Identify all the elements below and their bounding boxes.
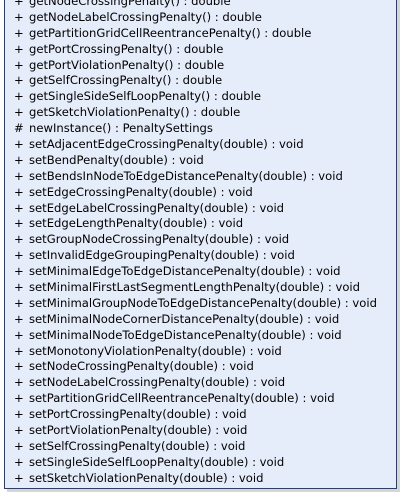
visibility-marker: + (14, 89, 24, 104)
method-signature: setPortCrossingPenalty(double) : void (29, 407, 247, 422)
method-signature: setBendsInNodeToEdgeDistancePenalty(doub… (29, 168, 343, 183)
method-signature: getPortCrossingPenalty() : double (29, 41, 224, 56)
visibility-marker: + (14, 280, 24, 295)
method-signature: getPartitionGridCellReentrancePenalty() … (29, 25, 312, 40)
visibility-marker: + (14, 295, 24, 310)
visibility-marker: + (14, 73, 24, 88)
method-signature: newInstance() : PenaltySettings (29, 121, 213, 136)
visibility-marker: + (14, 391, 24, 406)
method-signature: setNodeLabelCrossingPenalty(double) : vo… (29, 375, 286, 390)
method-signature: getSelfCrossingPenalty() : double (29, 73, 223, 88)
method-signature: getPortViolationPenalty() : double (29, 57, 225, 72)
method-signature: getNodeCrossingPenalty() : double (29, 0, 231, 8)
method-signature: setPortViolationPenalty(double) : void (29, 423, 248, 438)
method-signature: setEdgeLabelCrossingPenalty(double) : vo… (29, 200, 285, 215)
method-signature: setBendPenalty(double) : void (29, 152, 204, 167)
method-signature: setMinimalFirstLastSegmentLengthPenalty(… (29, 280, 361, 295)
visibility-marker: # (14, 121, 24, 136)
visibility-marker: + (14, 152, 24, 167)
visibility-marker: + (14, 25, 24, 40)
visibility-marker: + (14, 200, 24, 215)
method-signature: setSelfCrossingPenalty(double) : void (29, 438, 246, 453)
visibility-marker: + (14, 57, 24, 72)
method-signature: setMinimalEdgeToEdgeDistancePenalty(doub… (29, 264, 341, 279)
method-signature: setSingleSideSelfLoopPenalty(double) : v… (29, 454, 285, 469)
method-signature: setMinimalNodeToEdgeDistancePenalty(doub… (29, 327, 342, 342)
method-signature: getNodeLabelCrossingPenalty() : double (29, 9, 262, 24)
visibility-marker: + (14, 454, 24, 469)
visibility-marker: + (14, 137, 24, 152)
method-signature: setGroupNodeCrossingPenalty(double) : vo… (29, 232, 290, 247)
visibility-marker: + (14, 438, 24, 453)
visibility-marker: + (14, 407, 24, 422)
method-signature: setMonotonyViolationPenalty(double) : vo… (29, 343, 282, 358)
visibility-marker: + (14, 375, 24, 390)
method-signature: setPartitionGridCellReentrancePenalty(do… (29, 391, 335, 406)
method-signature: setInvalidEdgeGroupingPenalty(double) : … (29, 248, 295, 263)
method-signature: setNodeCrossingPenalty(double) : void (29, 359, 254, 374)
method-signature: setAdjacentEdgeCrossingPenalty(double) :… (29, 137, 304, 152)
method-signature: getSketchViolationPenalty() : double (29, 105, 241, 120)
visibility-marker: + (14, 423, 24, 438)
visibility-marker: + (14, 216, 24, 231)
visibility-marker: + (14, 168, 24, 183)
visibility-marker: + (14, 41, 24, 56)
visibility-marker: + (14, 470, 24, 485)
uml-class-box: + getNodeCrossingPenalty() : double + getN… (4, 0, 397, 489)
visibility-marker: + (14, 105, 24, 120)
visibility-marker: + (14, 184, 24, 199)
visibility-marker: + (14, 9, 24, 24)
method-signature: setSketchViolationPenalty(double) : void (29, 470, 264, 485)
method-signature: setEdgeCrossingPenalty(double) : void (29, 184, 253, 199)
visibility-marker: + (14, 248, 24, 263)
method-signature: getSingleSideSelfLoopPenalty() : double (29, 89, 261, 104)
method-signature: setMinimalNodeCornerDistancePenalty(doub… (29, 311, 340, 326)
visibility-marker: + (14, 0, 24, 8)
visibility-marker: + (14, 232, 24, 247)
visibility-marker: + (14, 311, 24, 326)
visibility-marker: + (14, 343, 24, 358)
visibility-marker: + (14, 359, 24, 374)
visibility-marker: + (14, 327, 24, 342)
method-signature: setEdgeLengthPenalty(double) : void (29, 216, 244, 231)
visibility-marker: + (14, 264, 24, 279)
method-signature: setMinimalGroupNodeToEdgeDistancePenalty… (29, 295, 377, 310)
